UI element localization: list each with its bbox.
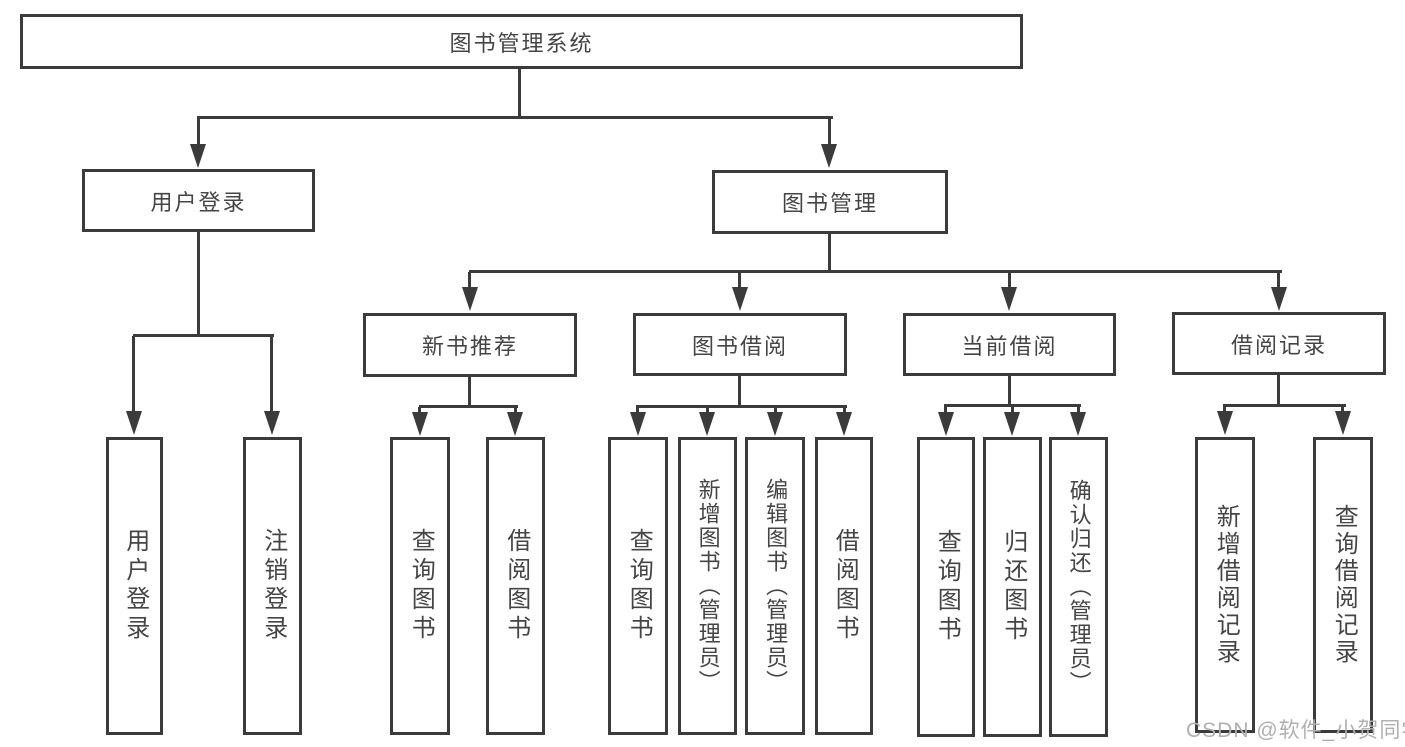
arrow-down-icon: [630, 412, 646, 436]
node-current-borrow: 当前借阅: [903, 313, 1116, 376]
connector-drop-leaf-line: [270, 336, 273, 414]
leaf-label: 借阅图书: [502, 528, 530, 644]
leaf-label: 归还图书: [999, 529, 1027, 645]
node-user-login-label: 用户登录: [150, 189, 247, 215]
connector-new-books-bar-line: [419, 405, 518, 408]
node-book-borrow-label: 图书借阅: [691, 333, 788, 359]
connector-drop-book-borrow-line: [738, 272, 741, 290]
leaf-confirm-return-admin: 确认归还（管理员）: [1049, 437, 1108, 737]
connector-level2-bar-line: [197, 116, 833, 119]
node-borrow-records: 借阅记录: [1172, 312, 1386, 375]
leaf-label: 编辑图书（管理员）: [763, 478, 789, 694]
leaf-query-books-current: 查询图书: [917, 437, 975, 737]
connector-current-borrow-stem-line: [1008, 376, 1011, 407]
leaf-label: 借阅图书: [831, 528, 859, 644]
arrow-down-icon: [1004, 412, 1020, 436]
connector-current-borrow-bar-line: [944, 404, 1081, 407]
connector-borrow-records-bar-line: [1223, 404, 1346, 407]
node-borrow-records-label: 借阅记录: [1230, 332, 1327, 358]
connector-drop-leaf-line: [1011, 406, 1014, 416]
connector-user-login-bar-line: [133, 334, 274, 337]
leaf-query-books-borrow: 查询图书: [608, 437, 668, 735]
connector-drop-leaf-line: [706, 407, 709, 416]
connector-drop-current-borrow-line: [1008, 272, 1011, 290]
arrow-down-icon: [836, 412, 852, 436]
leaf-label: 新增图书（管理员）: [695, 478, 721, 694]
leaf-label: 确认归还（管理员）: [1066, 479, 1092, 695]
node-current-borrow-label: 当前借阅: [961, 333, 1058, 359]
arrow-down-icon: [1335, 411, 1351, 435]
arrow-down-icon: [190, 144, 206, 168]
arrow-down-icon: [1271, 287, 1287, 311]
connector-book-borrow-stem-line: [738, 376, 741, 408]
leaf-borrow-books-borrow: 借阅图书: [815, 437, 873, 735]
node-new-books: 新书推荐: [363, 313, 577, 377]
connector-drop-leaf-line: [418, 407, 421, 416]
arrow-down-icon: [1070, 412, 1086, 436]
arrow-down-icon: [126, 411, 142, 435]
connector-book-borrow-bar-line: [636, 405, 847, 408]
leaf-user-login: 用户登录: [106, 437, 163, 735]
leaf-label: 注销登录: [259, 528, 287, 644]
leaf-label: 用户登录: [121, 528, 149, 644]
connector-drop-leaf-line: [514, 407, 517, 416]
connector-drop-borrow-records-line: [1277, 272, 1280, 290]
leaf-borrow-books-newbooks: 借阅图书: [486, 437, 545, 735]
arrow-down-icon: [264, 411, 280, 435]
connector-root-stem-line: [518, 68, 521, 118]
node-book-mgmt: 图书管理: [712, 170, 948, 234]
arrow-down-icon: [767, 412, 783, 436]
arrow-down-icon: [412, 412, 428, 436]
arrow-down-icon: [938, 412, 954, 436]
arrow-down-icon: [507, 412, 523, 436]
connector-new-books-stem-line: [468, 377, 471, 408]
node-root: 图书管理系统: [20, 14, 1023, 69]
node-new-books-label: 新书推荐: [421, 334, 518, 359]
node-user-login: 用户登录: [82, 169, 315, 232]
leaf-return-books: 归还图书: [983, 437, 1042, 737]
connector-borrow-records-stem-line: [1277, 375, 1280, 406]
arrow-down-icon: [1217, 411, 1233, 435]
node-root-label: 图书管理系统: [449, 30, 594, 56]
leaf-query-borrow-record: 查询借阅记录: [1313, 437, 1373, 733]
leaf-add-borrow-record: 新增借阅记录: [1195, 437, 1255, 733]
node-book-mgmt-label: 图书管理: [781, 191, 878, 216]
connector-drop-user-login-line: [197, 118, 200, 148]
leaf-label: 新增借阅记录: [1212, 504, 1240, 666]
connector-drop-leaf-line: [843, 407, 846, 416]
connector-level3-bar-line: [469, 270, 1282, 273]
connector-drop-leaf-line: [774, 407, 777, 416]
leaf-logout: 注销登录: [243, 437, 302, 735]
connector-user-login-stem-line: [197, 232, 200, 337]
connector-drop-new-books-line: [468, 272, 471, 290]
connector-drop-leaf-line: [1077, 406, 1080, 416]
connector-book-mgmt-stem-line: [828, 234, 831, 272]
arrow-down-icon: [821, 144, 837, 168]
connector-drop-leaf-line: [944, 406, 947, 416]
connector-drop-book-mgmt-line: [828, 118, 831, 148]
leaf-edit-book-admin: 编辑图书（管理员）: [745, 437, 805, 735]
leaf-label: 查询图书: [933, 529, 961, 645]
arrow-down-icon: [1001, 287, 1017, 311]
watermark-text: CSDN @软件_小贺同学: [1186, 719, 1405, 742]
leaf-label: 查询图书: [407, 528, 435, 644]
node-book-borrow: 图书借阅: [633, 313, 847, 376]
connector-drop-leaf-line: [132, 336, 135, 414]
leaf-query-books-newbooks: 查询图书: [390, 437, 450, 735]
leaf-add-book-admin: 新增图书（管理员）: [678, 437, 737, 735]
arrow-down-icon: [732, 287, 748, 311]
connector-drop-leaf-line: [636, 407, 639, 416]
leaf-label: 查询借阅记录: [1330, 504, 1358, 666]
arrow-down-icon: [699, 412, 715, 436]
arrow-down-icon: [462, 287, 478, 311]
leaf-label: 查询图书: [625, 528, 653, 644]
